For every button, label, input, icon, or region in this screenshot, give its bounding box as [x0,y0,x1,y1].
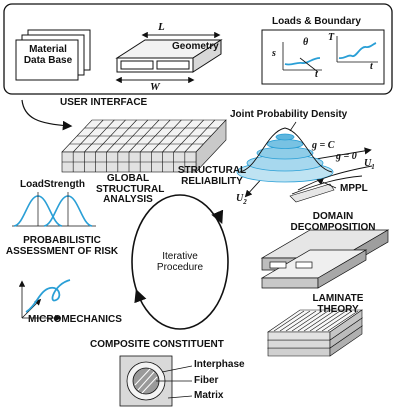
geometry-beam-icon [115,39,223,73]
composite-constituent-title: COMPOSITE CONSTITUENT [90,339,224,350]
laminate-fiber-line [321,310,353,332]
fiber-hatch-1 [137,371,155,391]
fiber-label: Fiber [194,375,219,386]
micromechanics-sketch [18,279,71,322]
material-database-icon [15,29,91,81]
user-interface-label: USER INTERFACE [60,97,148,108]
global-analysis-line-3: ANALYSIS [103,194,153,205]
theta-arrow [299,57,319,73]
jpd-u1-letter: U [364,158,372,169]
jpd-u1: U1 [364,158,375,171]
load-curve-2 [336,36,378,63]
iterative-loop [131,194,229,330]
jpd-pointer [289,121,297,132]
domain-decomposition-line-1: DOMAIN [312,211,354,222]
iterative-procedure-label: Iterative Procedure [150,251,210,273]
load-symbol-theta: θ [303,37,309,48]
laminate-fiber-line [273,310,305,332]
iterative-line-2: Procedure [156,261,204,273]
interphase-leader [161,365,193,373]
laminate-fiber-line [309,310,341,332]
global-analysis-line-1: GLOBAL [106,173,150,184]
micromechanics-label: MICROMECHANICS [28,314,122,325]
laminate-theory-line-1: LAMINATE [312,293,364,304]
loads-boundary-title: Loads & Boundary [272,16,361,27]
load-curve-1-line [284,57,321,66]
fiber-hatch-2 [134,368,151,386]
iterative-line-1: Iterative [162,251,198,262]
mppl-pointer [316,179,337,189]
domain-decomposition-label: DOMAIN DECOMPOSITION [278,211,388,233]
global-analysis-label: GLOBAL STRUCTURAL ANALYSIS [96,173,165,206]
material-database-line-1: Material [29,44,67,55]
jpd-u2: U2 [236,193,247,206]
laminate-fiber-line [297,310,329,332]
matrix-leader [167,395,193,399]
length-symbol: L [158,21,165,33]
matrix-label: Matrix [194,390,224,401]
load-label: Load [20,179,44,190]
laminate-fiber-line [327,310,359,332]
width-symbol: W [150,81,160,93]
jpd-u2-letter: U [236,193,244,204]
load-symbol-t1: t [315,69,318,80]
domain-decomposition-beams [260,229,390,289]
load-strength-curves [12,192,96,227]
probabilistic-risk-line-2: ASSESSMENT OF RISK [5,245,119,257]
load-symbol-s: s [272,48,276,59]
material-database-label: Material Data Base [18,44,78,66]
laminate-fiber-line [285,310,317,332]
material-database-line-2: Data Base [23,54,73,66]
interface-to-analysis-arrow [21,99,73,131]
global-analysis-line-2: STRUCTURAL [96,183,165,195]
loop-arrow-right [211,209,224,224]
laminate-theory-label: LAMINATE THEORY [298,293,378,315]
finite-element-mesh [61,119,227,173]
strength-label: Strength [43,179,85,190]
laminate-fiber-line [291,310,323,332]
load-strength-label: LoadStrength [20,179,85,191]
loop-arrow-left [134,289,147,304]
geometry-label: Geometry [172,41,219,52]
structural-reliability-line-1: STRUCTURAL [177,165,247,176]
mppl-label: MPPL [340,183,368,194]
loads-boundary-box [261,29,385,85]
load-symbol-T: T [328,32,335,43]
laminate-fiber-line [315,310,347,332]
jpd-surface [236,127,373,203]
jpd-g-0: g = 0 [336,151,357,162]
load-symbol-t2: t [370,61,373,72]
probabilistic-risk-line-1: PROBABILISTIC [23,235,101,246]
structural-reliability-label: STRUCTURAL RELIABILITY [172,165,252,187]
laminate-stack [267,309,363,357]
laminate-fiber-line [279,310,311,332]
structural-reliability-line-2: RELIABILITY [181,175,243,187]
laminate-fiber-line [303,310,335,332]
fiber-hatch-3 [141,376,158,394]
jpd-u2-subscript: 2 [243,198,247,206]
jpd-title: Joint Probability Density [230,109,348,120]
jpd-u1-subscript: 1 [371,163,375,171]
load-curve-2-line [338,42,377,60]
domain-decomposition-line-2: DECOMPOSITION [290,221,376,233]
laminate-theory-line-2: THEORY [317,303,359,315]
probabilistic-risk-label: PROBABILISTIC ASSESSMENT OF RISK [2,235,122,257]
jpd-g-c: g = C [312,140,335,151]
interphase-label: Interphase [194,359,245,370]
